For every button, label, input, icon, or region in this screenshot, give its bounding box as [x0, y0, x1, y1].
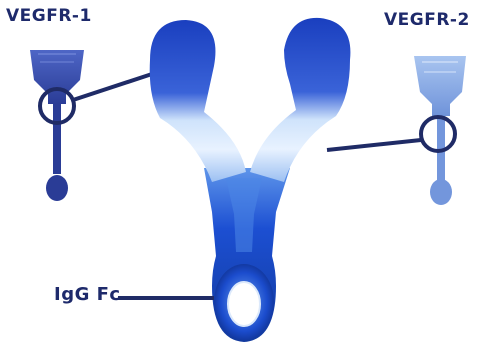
fc-loop-hole — [228, 282, 260, 326]
vegfr2-connector-line — [327, 140, 421, 150]
vegfr1-head — [30, 50, 84, 104]
right-arm — [250, 18, 350, 182]
vegfr1-receptor — [30, 50, 152, 201]
vegfr1-stem — [53, 104, 61, 174]
left-arm — [150, 20, 246, 182]
vegfr1-label: VEGFR-1 — [6, 6, 92, 26]
vegfr1-connector-line — [73, 74, 152, 100]
igg-fc-label: IgG Fc — [54, 284, 121, 305]
fusion-molecule — [150, 18, 351, 342]
vegfr1-foot — [46, 175, 68, 201]
vegfr2-foot — [430, 179, 452, 205]
vegfr2-head — [414, 56, 466, 116]
vegfr2-label: VEGFR-2 — [384, 10, 470, 30]
